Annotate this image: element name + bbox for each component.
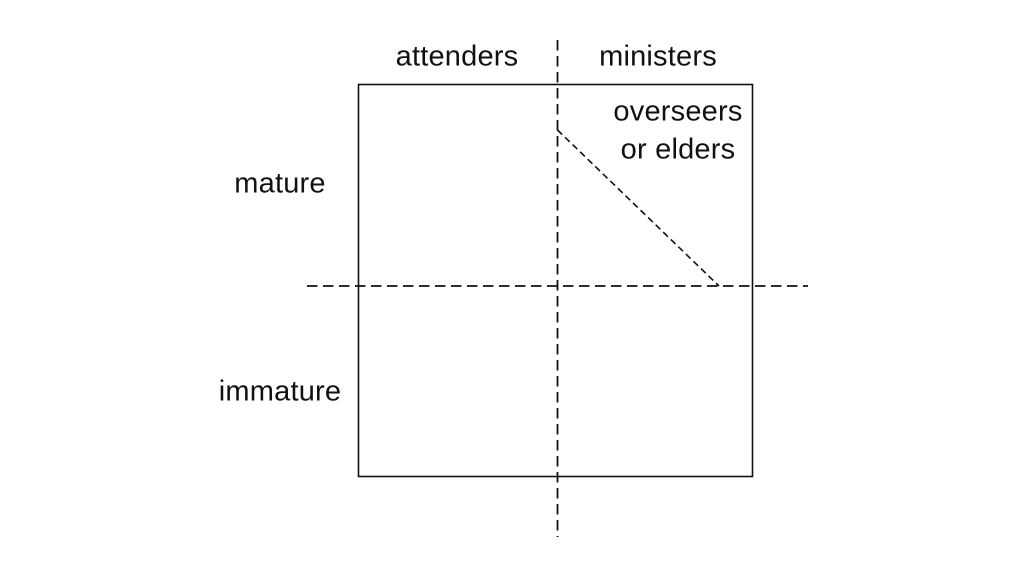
annotation-overseers-line2: or elders [620,133,736,166]
column-label-attenders: attenders [395,40,519,73]
matrix-box-outline [357,83,754,478]
annotation-overseers-line1: overseers [613,95,743,128]
row-label-mature: mature [234,167,326,200]
diagonal-pointer-dashed-line [556,129,720,287]
row-label-immature: immature [218,375,342,408]
column-label-ministers: ministers [599,40,717,73]
